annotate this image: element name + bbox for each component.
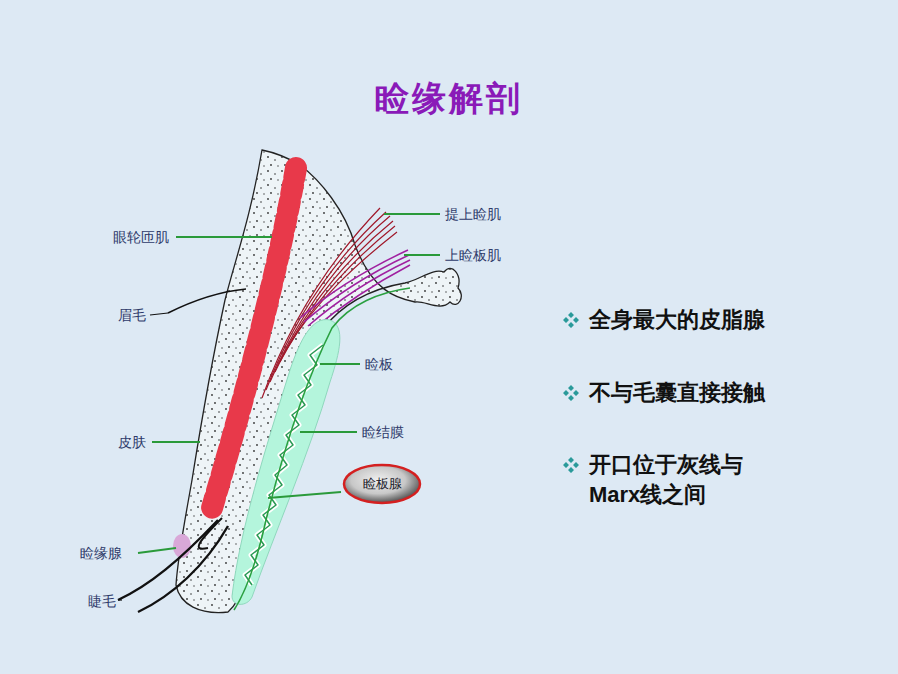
oval-shape	[344, 465, 420, 503]
part-label: 睑缘腺	[80, 544, 122, 562]
muller-muscle	[300, 250, 410, 330]
stipple	[176, 150, 461, 613]
part-label: 皮肤	[118, 433, 146, 451]
part-label: 眉毛	[118, 306, 146, 324]
eyelash	[138, 526, 228, 612]
part-label: 上睑板肌	[445, 246, 501, 264]
gland-oval: 睑板腺	[342, 463, 422, 505]
part-label: 眼轮匝肌	[113, 228, 169, 246]
lash-follicle	[199, 518, 222, 549]
bullet-text: 开口位于灰线与Marx线之间	[589, 450, 757, 510]
part-label: 睫毛	[88, 592, 116, 610]
title: 睑缘解剖	[375, 76, 523, 122]
part-label: 睑板	[365, 355, 393, 373]
conjunctiva	[234, 288, 410, 610]
leader-line	[150, 313, 168, 315]
leader-line	[138, 214, 440, 553]
eyebrow-hair	[168, 289, 246, 313]
bullet-text: 不与毛囊直接接触	[589, 378, 765, 408]
bullet-text: 全身最大的皮脂腺	[589, 305, 765, 335]
gland-label: 睑板腺	[363, 475, 402, 493]
eyelid-outline	[176, 150, 461, 613]
part-label: 睑结膜	[362, 423, 404, 441]
meibomian-gland-line	[245, 345, 323, 585]
bullet-symbol	[563, 312, 579, 473]
meibomian-gland	[245, 345, 323, 585]
leader-line	[118, 599, 122, 600]
part-label: 提上睑肌	[445, 205, 501, 223]
tarsus	[232, 320, 340, 605]
